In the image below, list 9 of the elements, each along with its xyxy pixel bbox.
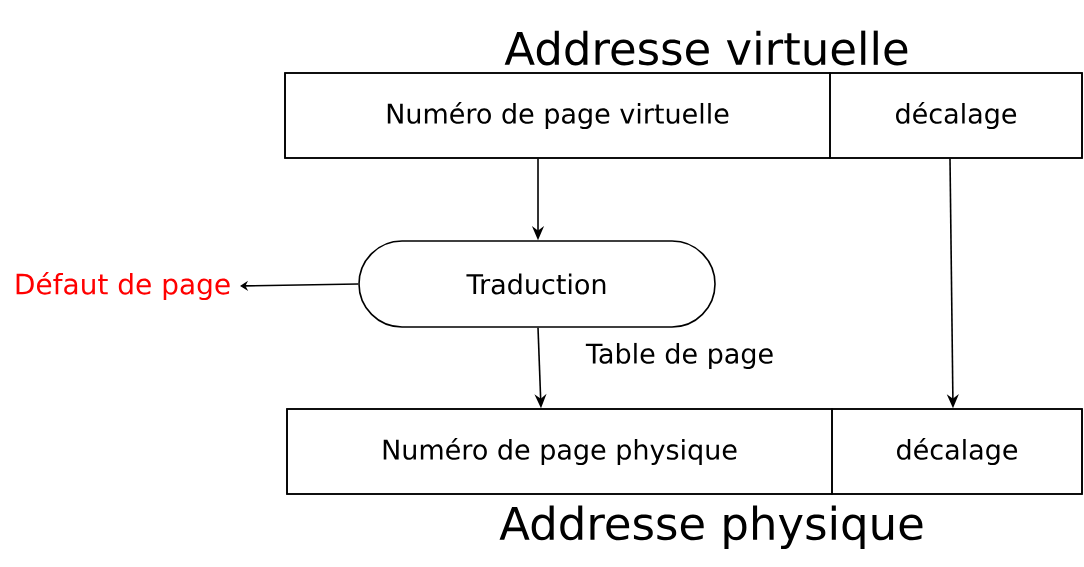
process-box: Traduction [358, 240, 716, 328]
address-field: décalage [831, 408, 1083, 495]
node-label: Addresse virtuelle [504, 30, 908, 66]
address-field: Numéro de page physique [286, 408, 833, 495]
address-field: Numéro de page virtuelle [284, 72, 831, 159]
address-field: décalage [829, 72, 1083, 159]
node-label: Addresse physique [499, 505, 923, 550]
edge-label: Table de page [584, 341, 776, 371]
error-label: Défaut de page [16, 271, 230, 301]
